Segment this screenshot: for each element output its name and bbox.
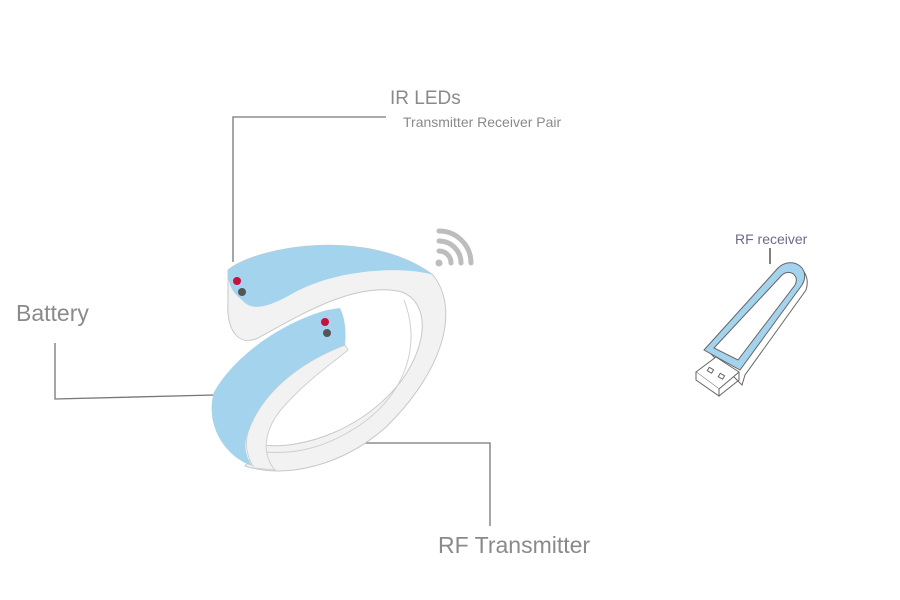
usb-rf-receiver (695, 262, 808, 397)
ir-led-gray-bottom (323, 329, 331, 337)
band-lower-blue-strip (211, 308, 346, 466)
battery-leader-line (54, 343, 215, 400)
ir-leds-leader-line (232, 116, 386, 262)
band-lower-white (245, 344, 349, 471)
wristband-device (211, 244, 447, 472)
usb-body-top-inner (713, 271, 797, 361)
ir-led-red-top (233, 277, 241, 285)
rf-transmitter-label: RF Transmitter (438, 532, 591, 558)
band-inner-line (264, 299, 412, 453)
rf-receiver-label: RF receiver (735, 231, 808, 247)
rf-transmitter-leader-line (350, 442, 491, 526)
wireless-signal-icon (435, 228, 474, 267)
ir-led-gray-top (238, 288, 246, 296)
band-top-blue-strip (228, 245, 433, 307)
ir-leds-label: IR LEDs (390, 88, 461, 109)
ir-leds-sublabel: Transmitter Receiver Pair (403, 114, 562, 130)
battery-label: Battery (16, 300, 89, 326)
ir-led-red-bottom (321, 318, 329, 326)
